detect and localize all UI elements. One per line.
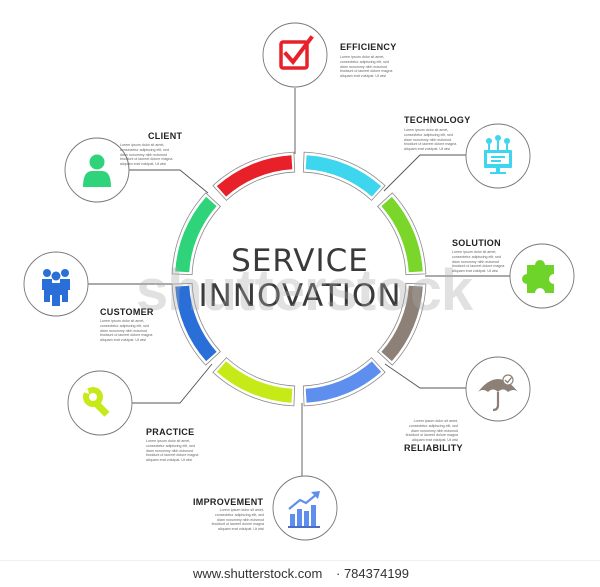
- ring: [171, 151, 427, 407]
- center-title-line2: INNOVATION: [198, 278, 402, 314]
- ring-segment-efficiency: [216, 155, 293, 197]
- desc-customer: Lorem ipsum dolor sit amet,consectetur a…: [100, 319, 153, 343]
- desc-practice: Lorem ipsum dolor sit amet,consectetur a…: [146, 439, 199, 463]
- footer-image-id: · 784374199: [336, 566, 410, 581]
- connector-practice: [130, 363, 213, 404]
- wrench-icon: [83, 387, 110, 417]
- ring-segment-client: [175, 196, 217, 273]
- label-reliability: RELIABILITY: [404, 443, 463, 453]
- checkbox-icon: [279, 35, 314, 70]
- ring-segment-reliability: [381, 285, 423, 362]
- label-efficiency: EFFICIENCY: [340, 42, 397, 52]
- desc-improvement: Lorem ipsum dolor sit amet,consectetur a…: [211, 508, 264, 532]
- growth-chart-icon: [288, 491, 320, 528]
- ring-segment-technology: [305, 155, 382, 197]
- footer-url: www.shutterstock.com: [193, 566, 323, 581]
- ring-segment-customer: [175, 285, 217, 362]
- ring-segment-solution: [381, 196, 423, 273]
- desc-reliability: Lorem ipsum dolor sit amet,consectetur a…: [405, 419, 458, 443]
- label-customer: CUSTOMER: [100, 307, 154, 317]
- network-monitor-icon: [484, 135, 512, 174]
- connector-reliability: [384, 363, 472, 389]
- circle-client: [64, 137, 130, 203]
- ring-segment-practice: [216, 361, 293, 403]
- person-icon: [83, 154, 111, 187]
- label-client: CLIENT: [148, 131, 183, 141]
- label-technology: TECHNOLOGY: [404, 115, 471, 125]
- label-practice: PRACTICE: [146, 427, 195, 437]
- footer-bar: www.shutterstock.com · 784374199: [0, 560, 600, 587]
- label-improvement: IMPROVEMENT: [193, 497, 264, 507]
- connector-technology: [383, 154, 470, 192]
- desc-client: Lorem ipsum dolor sit amet,consectetur a…: [120, 143, 173, 167]
- puzzle-icon: [522, 260, 554, 293]
- desc-technology: Lorem ipsum dolor sit amet,consectetur a…: [404, 128, 457, 152]
- label-solution: SOLUTION: [452, 238, 501, 248]
- ring-segment-improvement: [305, 361, 382, 403]
- watermark: shutterstock: [136, 258, 473, 323]
- desc-solution: Lorem ipsum dolor sit amet,consectetur a…: [452, 250, 505, 274]
- connector-client: [122, 169, 209, 194]
- people-group-icon: [42, 269, 70, 306]
- connector-lines: [80, 88, 515, 476]
- circle-improvement: [272, 475, 338, 541]
- center-title: SERVICE INNOVATION: [150, 244, 450, 314]
- center-title-line1: SERVICE: [231, 243, 369, 279]
- umbrella-icon: [478, 374, 518, 412]
- circle-efficiency: [262, 22, 328, 88]
- desc-efficiency: Lorem ipsum dolor sit amet,consectetur a…: [340, 55, 393, 79]
